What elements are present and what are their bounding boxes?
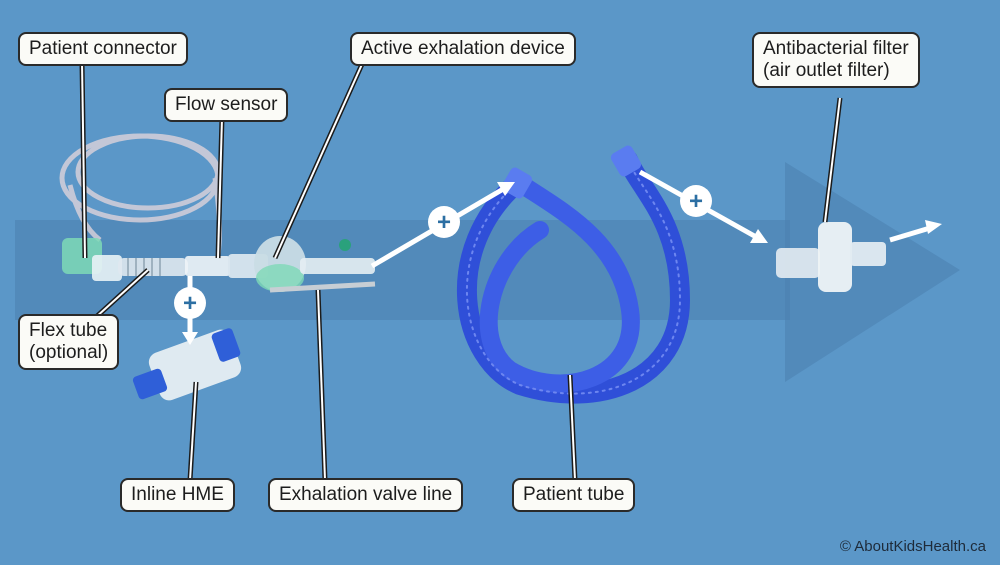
plus-badge-3: + [174,287,206,319]
plus-symbol-2: + [689,188,703,215]
label-exhalation-valve-line: Exhalation valve line [268,478,464,512]
copyright-credit: © AboutKidsHealth.ca [839,538,986,555]
label-patient-tube-text: Patient tube [523,484,625,505]
inline-hme-device [132,328,242,401]
label-exhalation-valve-line-text: Exhalation valve line [279,484,453,505]
antibacterial-filter-device [776,222,886,292]
label-active-exhalation-device: Active exhalation device [350,32,576,66]
label-patient-connector: Patient connector [18,32,188,66]
label-inline-hme: Inline HME [120,478,235,512]
label-antibacterial-filter: Antibacterial filter (air outlet filter) [752,32,920,88]
label-patient-tube: Patient tube [512,478,636,512]
plus-badge-1: + [428,206,460,238]
label-patient-connector-text: Patient connector [29,38,177,59]
label-flow-sensor: Flow sensor [164,88,289,122]
label-antibacterial-filter-line2: (air outlet filter) [763,60,890,81]
label-inline-hme-text: Inline HME [131,484,224,505]
label-active-exhalation-device-text: Active exhalation device [361,38,565,59]
plus-badge-2: + [680,185,712,217]
label-flex-tube-line1: Flex tube [29,320,108,341]
patient-tube-image [456,145,691,404]
label-antibacterial-filter-line1: Antibacterial filter [763,38,909,59]
flow-arrowhead [785,162,960,382]
plus-symbol-3: + [183,290,197,317]
label-flex-tube-line2: (optional) [29,342,109,363]
label-flex-tube: Flex tube (optional) [18,314,120,370]
circuit-assembly [62,236,376,293]
pointer-lines-highlight [81,61,841,481]
plus-symbol-1: + [437,209,451,236]
label-flow-sensor-text: Flow sensor [175,94,278,115]
